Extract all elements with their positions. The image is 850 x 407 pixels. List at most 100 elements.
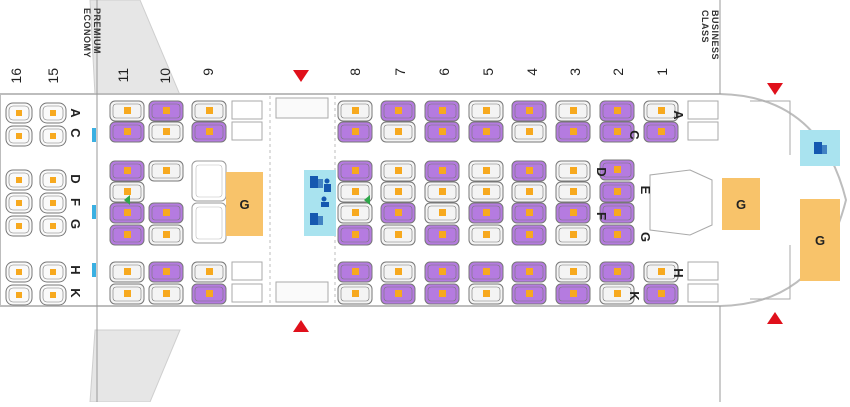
seat-9H[interactable] bbox=[191, 261, 227, 283]
seat-11A[interactable] bbox=[109, 100, 145, 122]
seat-4H[interactable] bbox=[511, 261, 547, 283]
seat-1H[interactable] bbox=[643, 261, 679, 283]
seat-6F[interactable] bbox=[424, 202, 460, 224]
seat-10D[interactable] bbox=[148, 160, 184, 182]
seat-7A[interactable] bbox=[380, 100, 416, 122]
seat-15D[interactable] bbox=[39, 169, 67, 191]
row-number-3: 3 bbox=[567, 68, 583, 76]
seat-4F[interactable] bbox=[511, 202, 547, 224]
seat-1C[interactable] bbox=[643, 121, 679, 143]
seat-8A[interactable] bbox=[337, 100, 373, 122]
seat-5F[interactable] bbox=[468, 202, 504, 224]
seat-2K[interactable] bbox=[599, 283, 635, 305]
row-number-11: 11 bbox=[115, 68, 131, 83]
seat-16G[interactable] bbox=[5, 215, 33, 237]
seat-6G[interactable] bbox=[424, 224, 460, 246]
seat-2D[interactable] bbox=[599, 159, 635, 181]
seat-3C[interactable] bbox=[555, 121, 591, 143]
seat-5A[interactable] bbox=[468, 100, 504, 122]
business-class-label: BUSINESS CLASS bbox=[700, 10, 720, 60]
seat-16A[interactable] bbox=[5, 102, 33, 124]
seat-8H[interactable] bbox=[337, 261, 373, 283]
seat-15F[interactable] bbox=[39, 192, 67, 214]
seat-15C[interactable] bbox=[39, 125, 67, 147]
seat-8D[interactable] bbox=[337, 160, 373, 182]
seat-11E[interactable] bbox=[109, 181, 145, 203]
seat-8F[interactable] bbox=[337, 202, 373, 224]
seat-2E[interactable] bbox=[599, 181, 635, 203]
seat-16F[interactable] bbox=[5, 192, 33, 214]
seat-3K[interactable] bbox=[555, 283, 591, 305]
seat-16H[interactable] bbox=[5, 261, 33, 283]
seat-5K[interactable] bbox=[468, 283, 504, 305]
seat-2A[interactable] bbox=[599, 100, 635, 122]
seat-6C[interactable] bbox=[424, 121, 460, 143]
seat-2C[interactable] bbox=[599, 121, 635, 143]
seat-8C[interactable] bbox=[337, 121, 373, 143]
fuselage-outline bbox=[0, 93, 848, 307]
seat-3F[interactable] bbox=[555, 202, 591, 224]
seat-16D[interactable] bbox=[5, 169, 33, 191]
seat-6K[interactable] bbox=[424, 283, 460, 305]
seat-4G[interactable] bbox=[511, 224, 547, 246]
seat-9C[interactable] bbox=[191, 121, 227, 143]
seat-10H[interactable] bbox=[148, 261, 184, 283]
seat-4C[interactable] bbox=[511, 121, 547, 143]
seat-4D[interactable] bbox=[511, 160, 547, 182]
seat-8G[interactable] bbox=[337, 224, 373, 246]
seat-3G[interactable] bbox=[555, 224, 591, 246]
seat-11K[interactable] bbox=[109, 283, 145, 305]
seat-10C[interactable] bbox=[148, 121, 184, 143]
seat-3D[interactable] bbox=[555, 160, 591, 182]
seat-6D[interactable] bbox=[424, 160, 460, 182]
seat-10K[interactable] bbox=[148, 283, 184, 305]
seat-11G[interactable] bbox=[109, 224, 145, 246]
seat-10F[interactable] bbox=[148, 202, 184, 224]
seat-7G[interactable] bbox=[380, 224, 416, 246]
seat-7K[interactable] bbox=[380, 283, 416, 305]
seat-16C[interactable] bbox=[5, 125, 33, 147]
seat-15G[interactable] bbox=[39, 215, 67, 237]
seat-15A[interactable] bbox=[39, 102, 67, 124]
seat-5D[interactable] bbox=[468, 160, 504, 182]
seat-3H[interactable] bbox=[555, 261, 591, 283]
seat-6A[interactable] bbox=[424, 100, 460, 122]
seat-15H[interactable] bbox=[39, 261, 67, 283]
seat-1K[interactable] bbox=[643, 283, 679, 305]
seat-8E[interactable] bbox=[337, 181, 373, 203]
seat-2G[interactable] bbox=[599, 224, 635, 246]
seat-9K[interactable] bbox=[191, 283, 227, 305]
seat-5C[interactable] bbox=[468, 121, 504, 143]
seat-11C[interactable] bbox=[109, 121, 145, 143]
seat-8K[interactable] bbox=[337, 283, 373, 305]
seat-4E[interactable] bbox=[511, 181, 547, 203]
premium-letter-C: C bbox=[68, 128, 83, 138]
row-number-15: 15 bbox=[45, 68, 61, 84]
seat-10G[interactable] bbox=[148, 224, 184, 246]
seat-11D[interactable] bbox=[109, 160, 145, 182]
bassinet-marker-2 bbox=[364, 195, 370, 205]
seat-7E[interactable] bbox=[380, 181, 416, 203]
seat-2H[interactable] bbox=[599, 261, 635, 283]
seat-7H[interactable] bbox=[380, 261, 416, 283]
seat-2F[interactable] bbox=[599, 202, 635, 224]
seat-15K[interactable] bbox=[39, 284, 67, 306]
seat-6E[interactable] bbox=[424, 181, 460, 203]
seat-10A[interactable] bbox=[148, 100, 184, 122]
seat-16K[interactable] bbox=[5, 284, 33, 306]
seat-1A[interactable] bbox=[643, 100, 679, 122]
seat-4A[interactable] bbox=[511, 100, 547, 122]
seat-6H[interactable] bbox=[424, 261, 460, 283]
seat-7C[interactable] bbox=[380, 121, 416, 143]
seat-7D[interactable] bbox=[380, 160, 416, 182]
seat-5H[interactable] bbox=[468, 261, 504, 283]
seat-4K[interactable] bbox=[511, 283, 547, 305]
seat-11F[interactable] bbox=[109, 202, 145, 224]
seat-3A[interactable] bbox=[555, 100, 591, 122]
seat-5E[interactable] bbox=[468, 181, 504, 203]
seat-5G[interactable] bbox=[468, 224, 504, 246]
seat-3E[interactable] bbox=[555, 181, 591, 203]
seat-11H[interactable] bbox=[109, 261, 145, 283]
seat-7F[interactable] bbox=[380, 202, 416, 224]
seat-9A[interactable] bbox=[191, 100, 227, 122]
